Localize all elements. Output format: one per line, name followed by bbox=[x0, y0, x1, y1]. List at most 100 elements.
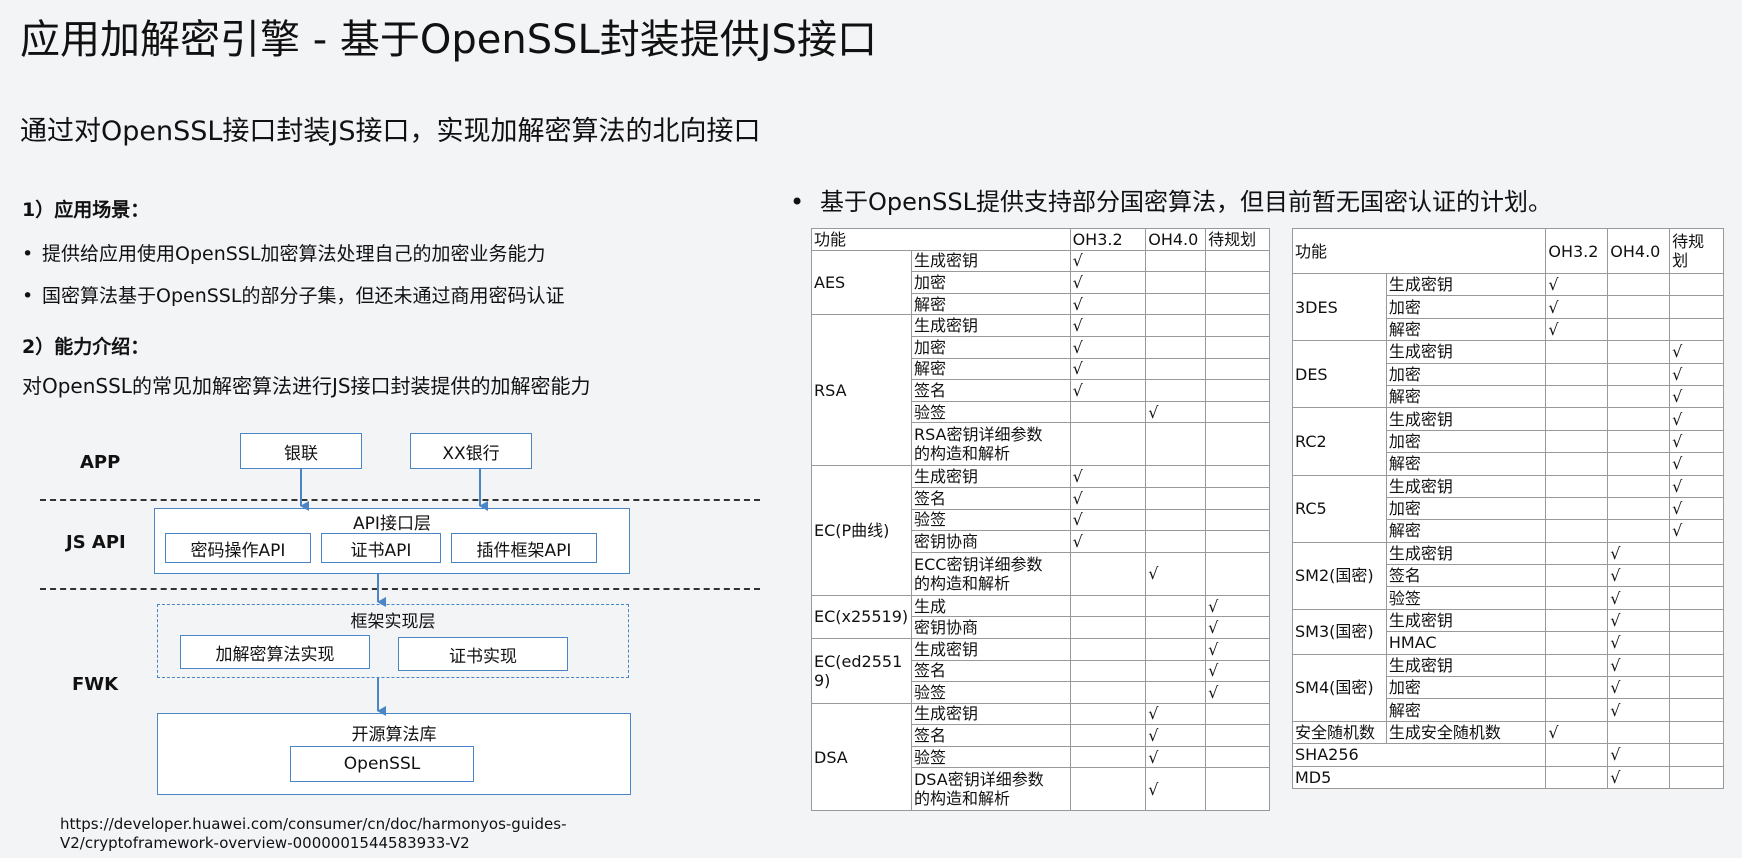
support-cell: √ bbox=[1069, 249, 1147, 273]
support-cell bbox=[1607, 340, 1671, 364]
table-row: 签名√ bbox=[812, 486, 1270, 510]
support-cell: √ bbox=[1669, 340, 1724, 364]
bullet-dot: • bbox=[790, 188, 805, 216]
feature-name: 验签 bbox=[910, 400, 1071, 424]
support-cell bbox=[1205, 335, 1270, 359]
support-cell: √ bbox=[1607, 608, 1671, 633]
support-cell bbox=[1069, 745, 1147, 769]
support-cell bbox=[1205, 249, 1270, 273]
feature-name: 生成密钥 bbox=[1385, 474, 1547, 498]
support-cell: √ bbox=[1069, 335, 1147, 359]
feature-name: 加密 bbox=[1385, 362, 1547, 386]
support-cell bbox=[1205, 357, 1270, 381]
table-row: 签名√ bbox=[812, 724, 1270, 747]
support-cell bbox=[1069, 637, 1147, 661]
support-cell bbox=[1607, 429, 1671, 454]
section1-heading: 1）应用场景： bbox=[22, 199, 150, 221]
support-cell: √ bbox=[1069, 292, 1147, 316]
feature-name: 签名 bbox=[910, 486, 1071, 510]
feature-name: 加密 bbox=[1385, 295, 1547, 319]
support-cell bbox=[1069, 422, 1147, 467]
table-row: EC(P曲线)生成密钥√ bbox=[811, 465, 1270, 596]
algorithm-name: SHA256 bbox=[1291, 743, 1547, 767]
section2-text: 对OpenSSL的常见加解密算法进行JS接口封装提供的加解密能力 bbox=[22, 374, 591, 398]
algorithm-name: SM4(国密) bbox=[1292, 653, 1387, 722]
support-cell bbox=[1205, 767, 1270, 812]
support-cell: √ bbox=[1069, 486, 1147, 510]
support-cell bbox=[1145, 637, 1207, 661]
api-box-plugin: 插件框架API bbox=[451, 533, 597, 563]
support-cell: √ bbox=[1669, 452, 1724, 476]
algorithm-name: SM3(国密) bbox=[1292, 608, 1387, 655]
table-row: ECC密钥详细参数的构造和解析√ bbox=[812, 551, 1270, 596]
support-cell bbox=[1145, 335, 1207, 359]
feature-name: 生成密钥 bbox=[910, 465, 1071, 488]
feature-name: HMAC bbox=[1385, 631, 1547, 655]
feature-name: 解密 bbox=[1385, 519, 1547, 543]
support-cell: √ bbox=[1607, 586, 1671, 610]
bullet-text: 提供给应用使用OpenSSL加密算法处理自己的加密业务能力 bbox=[42, 243, 546, 265]
header-version: OH4.0 bbox=[1607, 228, 1671, 274]
support-cell bbox=[1545, 474, 1609, 498]
support-cell: √ bbox=[1145, 724, 1207, 747]
fwk-layer-title: 框架实现层 bbox=[350, 612, 436, 632]
support-cell bbox=[1545, 676, 1609, 700]
support-cell bbox=[1205, 422, 1270, 467]
support-cell bbox=[1545, 608, 1609, 633]
support-cell: √ bbox=[1669, 384, 1724, 409]
support-cell bbox=[1205, 400, 1270, 424]
support-cell bbox=[1607, 452, 1671, 476]
table-row: SHA256 √ bbox=[1291, 743, 1724, 767]
table-row: 解密√ bbox=[1293, 317, 1724, 342]
algorithm-name: 安全随机数 bbox=[1292, 720, 1387, 745]
support-cell: √ bbox=[1205, 616, 1270, 639]
support-cell: √ bbox=[1669, 362, 1724, 386]
bullet-text: 国密算法基于OpenSSL的部分子集，但还未通过商用密码认证 bbox=[42, 285, 565, 307]
support-cell bbox=[1205, 702, 1270, 726]
support-cell: √ bbox=[1205, 681, 1270, 704]
support-cell: √ bbox=[1607, 564, 1671, 588]
support-cell: √ bbox=[1145, 767, 1207, 812]
feature-name: 生成密钥 bbox=[1385, 340, 1547, 364]
support-cell: √ bbox=[1545, 720, 1609, 745]
support-cell bbox=[1545, 519, 1609, 543]
header-version: OH4.0 bbox=[1145, 228, 1207, 251]
feature-name: 加密 bbox=[910, 335, 1071, 359]
support-cell bbox=[1145, 379, 1207, 402]
table-row: 加密√ bbox=[812, 271, 1270, 294]
support-cell bbox=[1205, 551, 1270, 596]
support-cell bbox=[1145, 508, 1207, 532]
table-row: EC(x25519)生成√ bbox=[811, 594, 1270, 639]
feature-name: 签名 bbox=[1385, 564, 1547, 588]
header-version: OH3.2 bbox=[1545, 228, 1609, 274]
support-cell bbox=[1069, 400, 1147, 424]
support-cell bbox=[1545, 564, 1609, 588]
support-cell: √ bbox=[1069, 465, 1147, 488]
support-cell: √ bbox=[1205, 594, 1270, 618]
divider-line bbox=[40, 499, 760, 501]
algorithm-name: DSA bbox=[811, 702, 912, 812]
support-cell: √ bbox=[1069, 357, 1147, 381]
support-cell bbox=[1607, 384, 1671, 409]
feature-name: RSA密钥详细参数的构造和解析 bbox=[910, 422, 1071, 467]
table-row: 签名 √ bbox=[1293, 564, 1724, 588]
library-title: 开源算法库 bbox=[351, 725, 437, 745]
support-cell bbox=[1145, 422, 1207, 467]
support-cell bbox=[1205, 292, 1270, 316]
support-cell: √ bbox=[1669, 429, 1724, 454]
bullet-dot: • bbox=[22, 243, 34, 265]
support-cell bbox=[1069, 659, 1147, 683]
support-cell bbox=[1145, 249, 1207, 273]
fwk-box-cert-impl: 证书实现 bbox=[398, 637, 568, 671]
support-cell bbox=[1205, 530, 1270, 553]
reference-link[interactable]: https://developer.huawei.com/consumer/cn… bbox=[60, 815, 566, 853]
support-cell bbox=[1669, 653, 1724, 678]
feature-name: 加密 bbox=[1385, 429, 1547, 454]
feature-name: 解密 bbox=[1385, 698, 1547, 722]
support-cell: √ bbox=[1607, 743, 1671, 767]
